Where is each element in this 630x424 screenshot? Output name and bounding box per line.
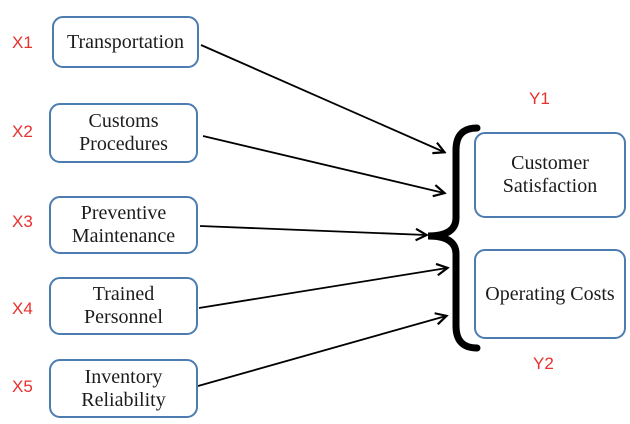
box-preventive-maintenance-label: Preventive Maintenance bbox=[71, 202, 176, 247]
variable-label-x4: X4 bbox=[12, 299, 33, 318]
box-inventory-reliability-label: Inventory Reliability bbox=[81, 365, 166, 411]
box-operating-costs-label: Operating Costs bbox=[485, 282, 615, 305]
variable-label-x5: X5 bbox=[12, 377, 33, 396]
variable-label-x3: X3 bbox=[12, 212, 33, 231]
box-customer-satisfaction: Customer Satisfaction bbox=[474, 132, 626, 218]
arrow-x1-to-brace bbox=[200, 44, 444, 152]
variable-label-x1: X1 bbox=[12, 33, 33, 52]
arrow-x4-to-brace bbox=[198, 268, 447, 309]
box-customs-procedures-label: Customs Procedures bbox=[79, 110, 168, 155]
box-customs-procedures: Customs Procedures bbox=[49, 103, 198, 163]
box-transportation-label: Transportation bbox=[66, 30, 185, 53]
box-transportation: Transportation bbox=[52, 16, 199, 68]
arrow-x2-to-brace bbox=[202, 135, 444, 193]
box-trained-personnel-label: Trained Personnel bbox=[84, 283, 163, 328]
box-operating-costs: Operating Costs bbox=[474, 249, 626, 339]
box-trained-personnel: Trained Personnel bbox=[49, 277, 198, 335]
box-inventory-reliability: Inventory Reliability bbox=[49, 359, 198, 418]
arrow-x3-to-brace bbox=[199, 225, 426, 235]
grouping-brace bbox=[427, 124, 481, 352]
variable-label-y2: Y2 bbox=[533, 354, 554, 373]
arrow-x5-to-brace bbox=[197, 316, 446, 387]
variable-label-x2: X2 bbox=[12, 122, 33, 141]
variable-label-y1: Y1 bbox=[529, 89, 550, 108]
box-preventive-maintenance: Preventive Maintenance bbox=[49, 196, 198, 254]
box-customer-satisfaction-label: Customer Satisfaction bbox=[502, 152, 598, 197]
